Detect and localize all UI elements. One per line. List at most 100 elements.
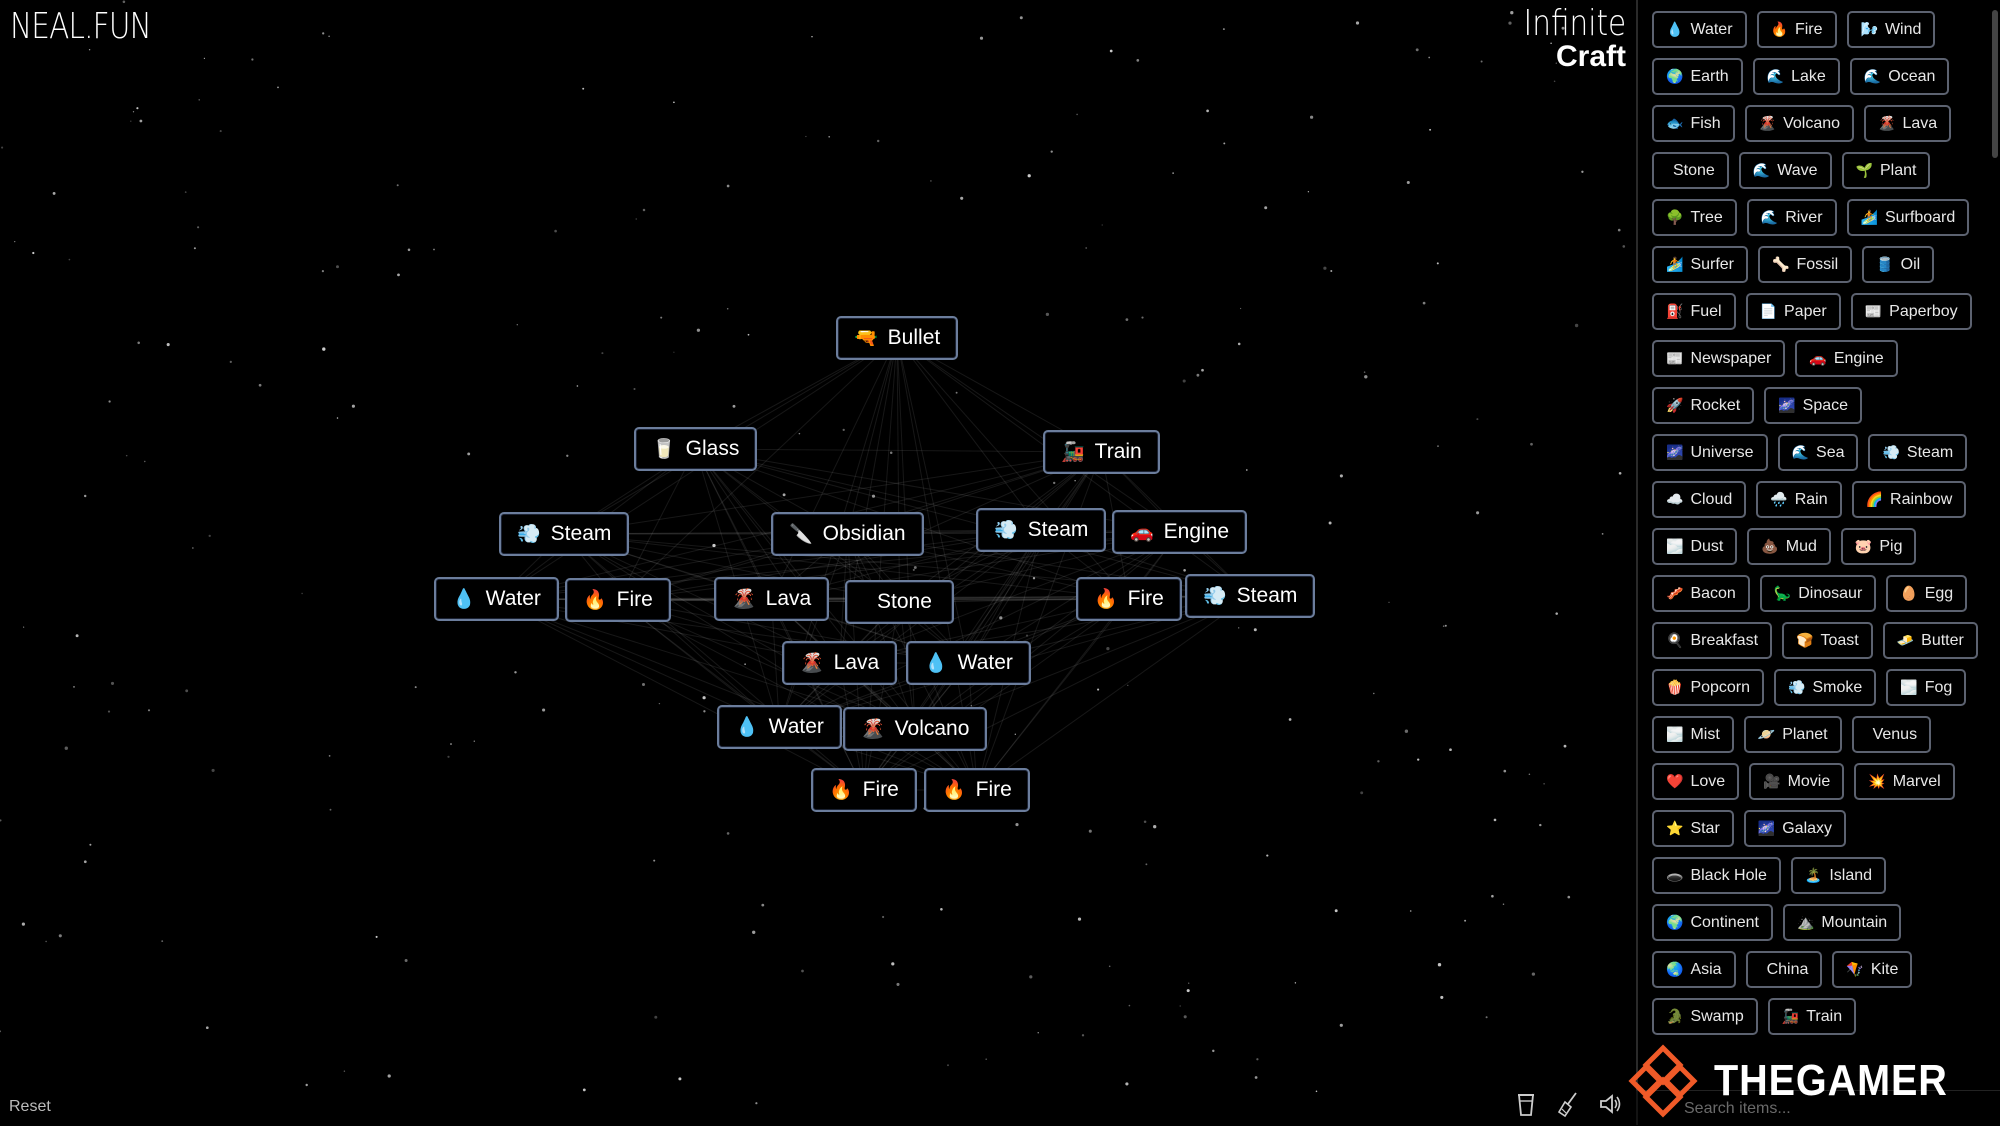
sidebar-item-ocean[interactable]: 🌊Ocean xyxy=(1849,58,1950,95)
sidebar-item-planet[interactable]: 🪐Planet xyxy=(1743,716,1842,753)
canvas-item[interactable]: 🔪Obsidian xyxy=(771,512,924,556)
sidebar-item-lake[interactable]: 🌊Lake xyxy=(1752,58,1840,95)
sidebar-item-mist[interactable]: 🌫️Mist xyxy=(1652,716,1734,753)
sidebar-item-rain[interactable]: 🌧️Rain xyxy=(1756,481,1842,518)
sidebar-item-love[interactable]: ❤️Love xyxy=(1652,763,1740,800)
sidebar-item-oil[interactable]: 🛢️Oil xyxy=(1862,246,1935,283)
sidebar-item-wave[interactable]: 🌊Wave xyxy=(1738,152,1832,189)
canvas-item[interactable]: 💧Water xyxy=(434,577,559,621)
sidebar-item-steam[interactable]: 💨Steam xyxy=(1868,434,1968,471)
sidebar-item-label: Cloud xyxy=(1690,490,1733,508)
sidebar-item-volcano[interactable]: 🌋Volcano xyxy=(1744,105,1855,142)
reset-button[interactable]: Reset xyxy=(9,1098,51,1115)
sidebar-item-universe[interactable]: 🌌Universe xyxy=(1652,434,1768,471)
sidebar-item-fish[interactable]: 🐟Fish xyxy=(1652,105,1735,142)
item-emoji-icon: 📰 xyxy=(1666,350,1684,366)
items-sidebar[interactable]: 💧Water🔥Fire🌬️Wind🌍Earth🌊Lake🌊Ocean🐟Fish🌋… xyxy=(1636,0,2000,1125)
sidebar-item-pig[interactable]: 🐷Pig xyxy=(1840,528,1917,565)
sidebar-item-swamp[interactable]: 🐊Swamp xyxy=(1652,998,1758,1035)
item-emoji-icon: 💧 xyxy=(735,716,759,738)
canvas-item[interactable]: 💨Steam xyxy=(499,512,630,556)
sidebar-item-paper[interactable]: 📄Paper xyxy=(1745,293,1841,330)
sidebar-item-rocket[interactable]: 🚀 Rocket xyxy=(1652,387,1755,424)
sidebar-item-mountain[interactable]: ⛰️Mountain xyxy=(1782,904,1902,941)
sidebar-item-label: Rocket xyxy=(1690,396,1741,414)
sidebar-item-egg[interactable]: 🥚Egg xyxy=(1886,575,1968,612)
sidebar-item-earth[interactable]: 🌍Earth xyxy=(1652,58,1743,95)
sidebar-item-stone[interactable]: Stone xyxy=(1652,152,1729,189)
sidebar-item-train[interactable]: 🚂Train xyxy=(1767,998,1857,1035)
sidebar-scrollbar[interactable] xyxy=(1992,10,1998,158)
canvas-item[interactable]: 🔥Fire xyxy=(565,578,671,622)
sidebar-item-fog[interactable]: 🌫️Fog xyxy=(1886,669,1967,706)
sidebar-item-fire[interactable]: 🔥Fire xyxy=(1756,11,1837,48)
sidebar-item-label: Wind xyxy=(1884,20,1922,38)
item-emoji-icon: 🌌 xyxy=(1666,444,1684,460)
canvas-item[interactable]: 🔫Bullet xyxy=(836,316,959,360)
sidebar-item-toast[interactable]: 🍞Toast xyxy=(1782,622,1873,659)
sidebar-item-paperboy[interactable]: 📰Paperboy xyxy=(1850,293,1972,330)
sidebar-item-fossil[interactable]: 🦴Fossil xyxy=(1758,246,1853,283)
canvas-item[interactable]: 🔥Fire xyxy=(811,768,917,812)
sidebar-item-breakfast[interactable]: 🍳Breakfast xyxy=(1652,622,1773,659)
sidebar-item-sea[interactable]: 🌊Sea xyxy=(1777,434,1859,471)
sidebar-item-venus[interactable]: Venus xyxy=(1851,716,1932,753)
sidebar-item-newspaper[interactable]: 📰Newspaper xyxy=(1652,340,1786,377)
canvas-item[interactable]: 🌋Lava xyxy=(782,641,898,685)
sidebar-item-space[interactable]: 🌌Space xyxy=(1764,387,1863,424)
sidebar-item-popcorn[interactable]: 🍿Popcorn xyxy=(1652,669,1765,706)
sidebar-item-wind[interactable]: 🌬️Wind xyxy=(1846,11,1936,48)
canvas-item[interactable]: 💨Steam xyxy=(976,508,1107,552)
sidebar-item-china[interactable]: China xyxy=(1745,951,1823,988)
neal-fun-logo[interactable]: NEAL.FUN xyxy=(10,6,152,47)
sidebar-item-island[interactable]: 🏝️Island xyxy=(1790,857,1887,894)
canvas-item[interactable]: 💨Steam xyxy=(1185,574,1316,618)
sidebar-item-bacon[interactable]: 🥓Bacon xyxy=(1652,575,1750,612)
sidebar-item-cloud[interactable]: ☁️Cloud xyxy=(1652,481,1747,518)
sidebar-item-smoke[interactable]: 💨Smoke xyxy=(1774,669,1877,706)
sidebar-item-river[interactable]: 🌊River xyxy=(1746,199,1837,236)
canvas-item[interactable]: 💧Water xyxy=(717,705,842,749)
canvas-item[interactable]: 🔥Fire xyxy=(924,768,1030,812)
craft-canvas[interactable]: NEAL.FUN Infinite Craft 🔫Bullet 🥛Glass 🚂… xyxy=(0,0,1636,1125)
canvas-item[interactable]: 🌋Lava xyxy=(714,577,830,621)
canvas-item[interactable]: 💧Water xyxy=(906,641,1031,685)
sidebar-item-black-hole[interactable]: 🕳️Black Hole xyxy=(1652,857,1781,894)
canvas-item[interactable]: 🚂Train xyxy=(1043,430,1160,474)
sidebar-item-galaxy[interactable]: 🌌Galaxy xyxy=(1743,810,1847,847)
sidebar-item-rainbow[interactable]: 🌈Rainbow xyxy=(1851,481,1967,518)
sidebar-item-surfboard[interactable]: 🏄Surfboard xyxy=(1846,199,1970,236)
sidebar-item-dust[interactable]: 🌫️Dust xyxy=(1652,528,1738,565)
sidebar-item-lava[interactable]: 🌋Lava xyxy=(1864,105,1952,142)
canvas-item[interactable]: Stone xyxy=(845,580,954,624)
sidebar-item-marvel[interactable]: 💥Marvel xyxy=(1854,763,1955,800)
sidebar-item-plant[interactable]: 🌱Plant xyxy=(1841,152,1931,189)
sidebar-item-mud[interactable]: 💩Mud xyxy=(1747,528,1831,565)
sound-icon[interactable] xyxy=(1598,1090,1622,1118)
item-label: Fire xyxy=(975,778,1012,801)
canvas-item[interactable]: 🚗Engine xyxy=(1112,510,1248,554)
sidebar-item-tree[interactable]: 🌳Tree xyxy=(1652,199,1737,236)
sidebar-item-star[interactable]: ⭐Star xyxy=(1652,810,1734,847)
canvas-item[interactable]: 🥛Glass xyxy=(634,427,758,471)
search-input[interactable] xyxy=(1682,1097,1966,1121)
sidebar-item-butter[interactable]: 🧈Butter xyxy=(1882,622,1978,659)
sidebar-item-label: Dust xyxy=(1690,537,1724,555)
sidebar-item-fuel[interactable]: ⛽Fuel xyxy=(1652,293,1736,330)
sidebar-item-asia[interactable]: 🌏Asia xyxy=(1652,951,1736,988)
sidebar-item-continent[interactable]: 🌍Continent xyxy=(1652,904,1773,941)
sidebar-item-label: Mountain xyxy=(1821,913,1888,931)
item-emoji-icon: 💨 xyxy=(517,523,541,545)
sidebar-item-kite[interactable]: 🪁Kite xyxy=(1832,951,1913,988)
canvas-item[interactable]: 🌋Volcano xyxy=(843,707,988,751)
item-emoji-icon: 🚀 xyxy=(1666,397,1684,413)
sidebar-item-water[interactable]: 💧Water xyxy=(1652,11,1747,48)
sidebar-item-engine[interactable]: 🚗Engine xyxy=(1795,340,1898,377)
canvas-item[interactable]: 🔥Fire xyxy=(1076,577,1182,621)
broom-icon[interactable] xyxy=(1556,1090,1580,1118)
item-label: Fire xyxy=(1127,587,1164,610)
sidebar-item-dinosaur[interactable]: 🦕Dinosaur xyxy=(1759,575,1877,612)
cup-icon[interactable] xyxy=(1514,1090,1538,1118)
sidebar-item-surfer[interactable]: 🏄Surfer xyxy=(1652,246,1749,283)
sidebar-item-movie[interactable]: 🎥Movie xyxy=(1749,763,1845,800)
